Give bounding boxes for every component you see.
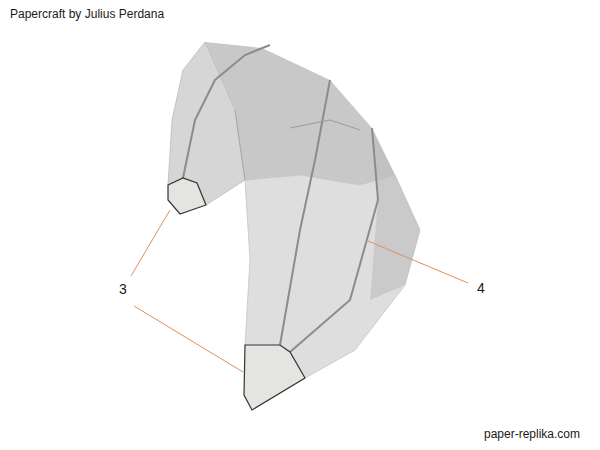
callout-number: 3 (119, 282, 127, 297)
leader-line (368, 241, 468, 283)
leader-line (134, 306, 243, 372)
watermark: paper-replika.com (484, 428, 580, 441)
leader-line (131, 210, 170, 276)
end-cap (168, 178, 206, 214)
fold-line (290, 128, 378, 352)
fold-line (235, 110, 245, 180)
callout-number: 4 (477, 281, 485, 296)
right-side (370, 128, 420, 300)
fold-line (290, 120, 360, 130)
credit-text: Papercraft by Julius Perdana (10, 8, 164, 21)
end-cap (244, 345, 305, 410)
fold-line (280, 80, 330, 345)
fold-line (183, 45, 270, 178)
